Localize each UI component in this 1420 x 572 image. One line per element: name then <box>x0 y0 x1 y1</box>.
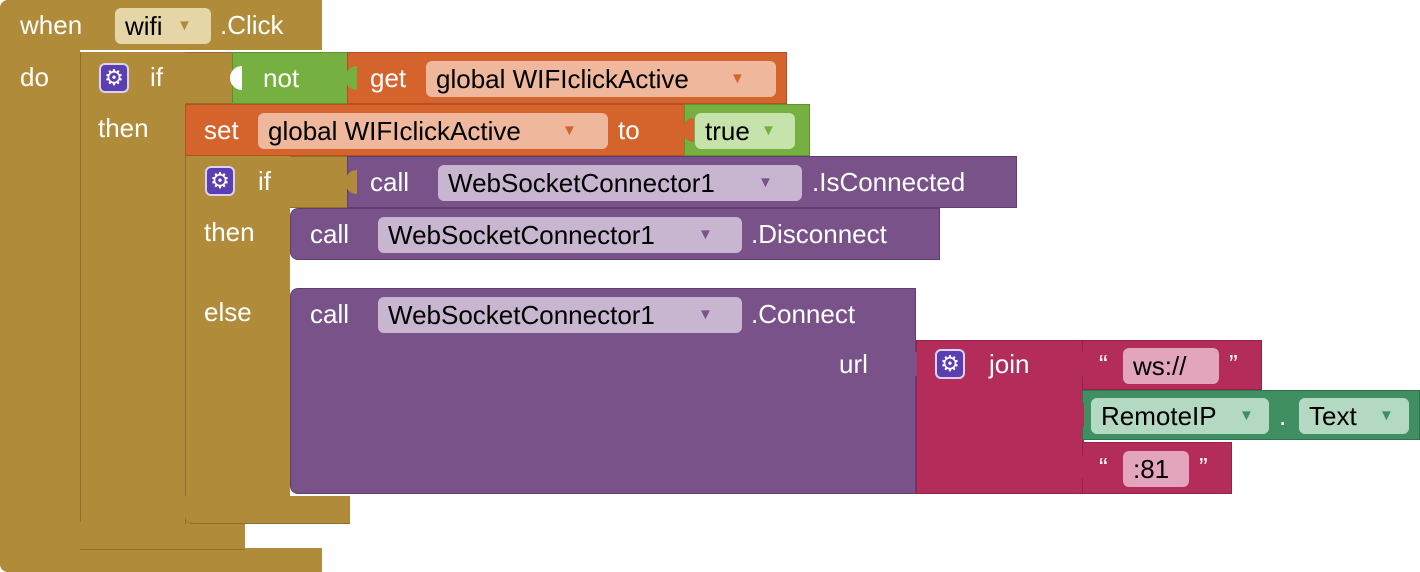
when-label: when <box>20 10 83 40</box>
dot-separator: . <box>1279 401 1287 431</box>
inner-if-else-block[interactable] <box>185 156 350 524</box>
else-label: else <box>204 297 252 327</box>
join-block[interactable]: ⚙ join <box>916 340 1084 494</box>
mutator-gear-icon[interactable]: ⚙ <box>935 349 965 379</box>
do-label: do <box>20 62 49 92</box>
method-label: .IsConnected <box>812 167 966 197</box>
if-label: if <box>258 166 271 196</box>
dropdown-arrow-icon: ▼ <box>730 70 745 87</box>
dropdown-arrow-icon: ▼ <box>1379 407 1394 424</box>
true-block[interactable]: true ▼ <box>684 104 810 156</box>
if-label: if <box>150 62 163 92</box>
mutator-gear-icon[interactable]: ⚙ <box>205 166 235 196</box>
not-label: not <box>263 63 300 93</box>
mutator-gear-icon[interactable]: ⚙ <box>99 63 129 93</box>
open-quote: “ <box>1099 452 1108 482</box>
event-block-wifi-click[interactable]: when wifi ▼ .Click do <box>0 0 322 572</box>
call-label: call <box>310 299 350 329</box>
method-label: .Disconnect <box>751 219 887 249</box>
boolean-dropdown[interactable]: true ▼ <box>695 113 795 149</box>
set-variable-block[interactable]: set global WIFIclickActive ▼ to <box>185 104 687 156</box>
call-label: call <box>370 167 410 197</box>
dropdown-arrow-icon: ▼ <box>758 174 773 191</box>
text-string-block[interactable]: “ :81 ” <box>1082 442 1232 494</box>
get-variable-block[interactable]: get global WIFIclickActive ▼ <box>347 52 787 104</box>
close-quote: ” <box>1199 452 1208 482</box>
dropdown-arrow-icon: ▼ <box>562 122 577 139</box>
disconnect-call-block[interactable]: call WebSocketConnector1 ▼ .Disconnect <box>290 208 940 260</box>
open-quote: “ <box>1099 349 1108 379</box>
url-socket-label: url <box>839 349 868 379</box>
dropdown-arrow-icon: ▼ <box>177 17 192 34</box>
dropdown-arrow-icon: ▼ <box>1239 407 1254 424</box>
text-value-field[interactable]: :81 <box>1123 451 1189 487</box>
then-label: then <box>204 217 255 247</box>
variable-dropdown[interactable]: global WIFIclickActive ▼ <box>426 61 776 97</box>
set-label: set <box>204 115 239 145</box>
variable-dropdown[interactable]: global WIFIclickActive ▼ <box>258 113 608 149</box>
get-label: get <box>370 63 407 93</box>
component-dropdown[interactable]: WebSocketConnector1 ▼ <box>378 217 742 253</box>
text-value-field[interactable]: ws:// <box>1123 348 1219 384</box>
component-dropdown[interactable]: WebSocketConnector1 ▼ <box>378 297 742 333</box>
dropdown-arrow-icon: ▼ <box>761 122 776 139</box>
connect-call-block[interactable]: call WebSocketConnector1 ▼ .Connect url <box>290 288 916 494</box>
to-label: to <box>618 115 640 145</box>
component-property-getter-block[interactable]: RemoteIP ▼ . Text ▼ <box>1082 390 1420 440</box>
join-label: join <box>989 349 1030 379</box>
dropdown-arrow-icon: ▼ <box>698 306 713 323</box>
not-block[interactable]: not <box>232 52 352 104</box>
component-dropdown-wifi[interactable]: wifi ▼ <box>115 8 211 44</box>
then-label: then <box>98 113 149 143</box>
property-dropdown[interactable]: Text ▼ <box>1299 398 1409 434</box>
text-string-block[interactable]: “ ws:// ” <box>1082 340 1262 390</box>
call-label: call <box>310 219 350 249</box>
close-quote: ” <box>1229 349 1238 379</box>
method-label: .Connect <box>751 299 856 329</box>
is-connected-call-block[interactable]: call WebSocketConnector1 ▼ .IsConnected <box>347 156 1017 208</box>
event-name-label: .Click <box>220 10 284 40</box>
dropdown-arrow-icon: ▼ <box>698 226 713 243</box>
component-dropdown[interactable]: RemoteIP ▼ <box>1091 398 1269 434</box>
component-dropdown[interactable]: WebSocketConnector1 ▼ <box>438 165 802 201</box>
